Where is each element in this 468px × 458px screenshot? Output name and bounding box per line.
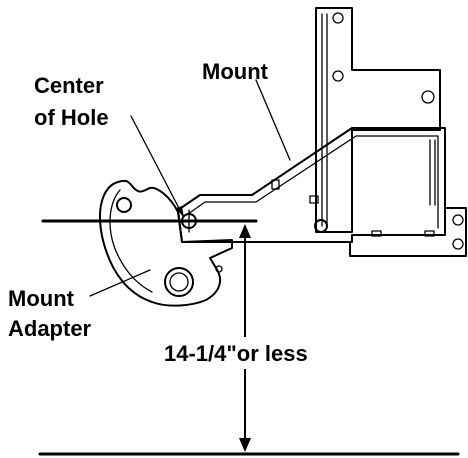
slot-rect bbox=[424, 230, 435, 237]
slot-rect bbox=[371, 230, 382, 237]
label-mount: Mount bbox=[202, 59, 269, 84]
hole-circle bbox=[452, 238, 464, 250]
hole-circle bbox=[332, 70, 344, 82]
label-measurement: 14-1/4"or less bbox=[164, 341, 308, 366]
hole-circle bbox=[421, 90, 435, 104]
label-center-of-hole-line1: Center bbox=[34, 73, 104, 98]
mount-adapter bbox=[98, 179, 233, 307]
hole-circle bbox=[215, 265, 223, 273]
leader-line-center-of-hole bbox=[130, 115, 183, 215]
slot-rect bbox=[271, 179, 280, 190]
slot-rect bbox=[309, 195, 319, 204]
label-mount-adapter-line2: Adapter bbox=[8, 316, 92, 341]
hole-circle bbox=[314, 219, 328, 233]
mount-body bbox=[177, 127, 446, 243]
hole-circle bbox=[452, 214, 464, 226]
label-mount-adapter-line1: Mount bbox=[8, 286, 75, 311]
adapter-bushing-inner bbox=[169, 272, 189, 292]
hole-circle bbox=[116, 197, 132, 213]
leader-line-mount bbox=[255, 79, 291, 161]
measurement-label-background bbox=[160, 337, 324, 369]
label-center-of-hole-line2: of Hole bbox=[34, 105, 109, 130]
hole-circle bbox=[332, 12, 344, 24]
adapter-bushing-outer bbox=[164, 267, 194, 297]
side-bracket bbox=[349, 207, 467, 257]
leader-line-mount-adapter bbox=[89, 269, 151, 297]
mount-vertical-plate bbox=[315, 7, 441, 233]
